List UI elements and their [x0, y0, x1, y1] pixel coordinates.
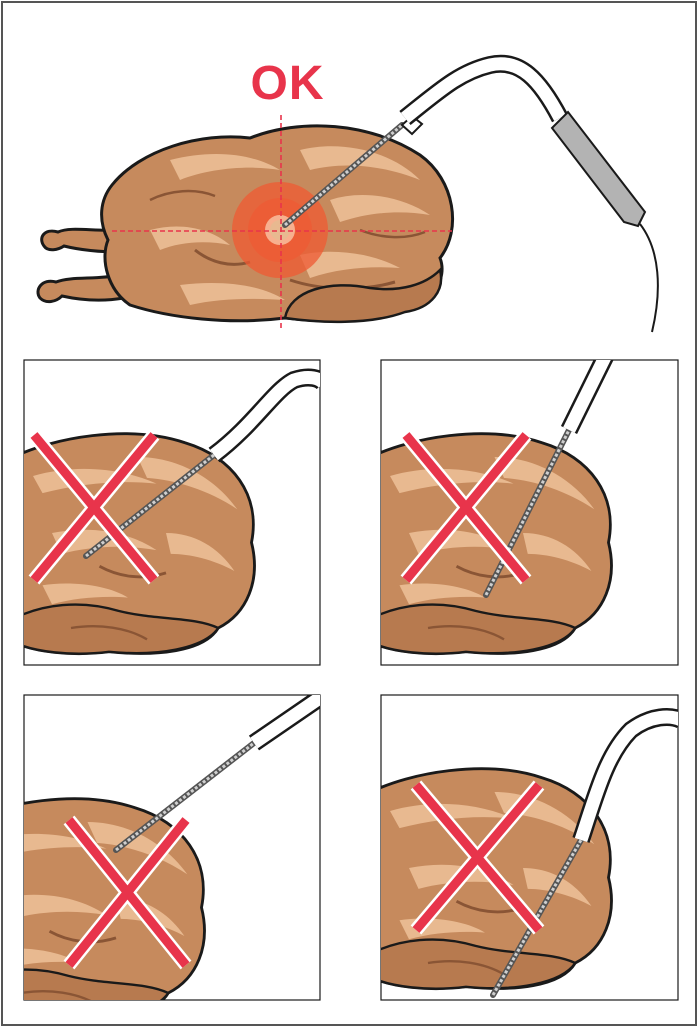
wrong-placement-panel-4 [371, 695, 681, 1000]
correct-placement-panel [38, 64, 658, 332]
wrong-placement-panel-3 [0, 695, 324, 1019]
wrong-placement-panel-1 [14, 360, 324, 665]
ok-label: OK [245, 58, 330, 110]
target-zone-icon [232, 182, 328, 278]
wrong-placement-panel-2 [371, 355, 678, 665]
